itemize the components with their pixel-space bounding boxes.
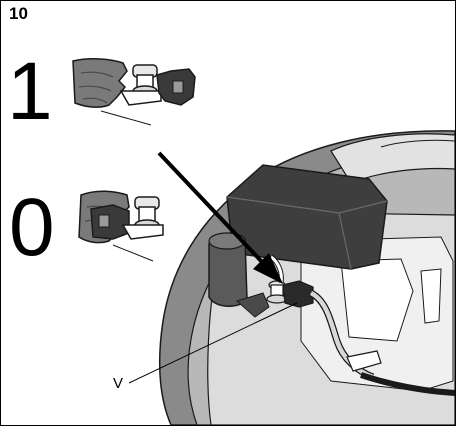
ignition-switch-on-icon [72,58,196,126]
mower-housing [158,130,455,425]
position-on-label: 1 [7,46,53,137]
arrow-icon [157,151,283,284]
step-number: 10 [9,4,28,23]
callout-v-label: V [113,375,124,392]
callout-leader-v [128,302,298,384]
position-off-label: 0 [9,182,55,273]
ignition-switch-off-icon [78,190,164,262]
